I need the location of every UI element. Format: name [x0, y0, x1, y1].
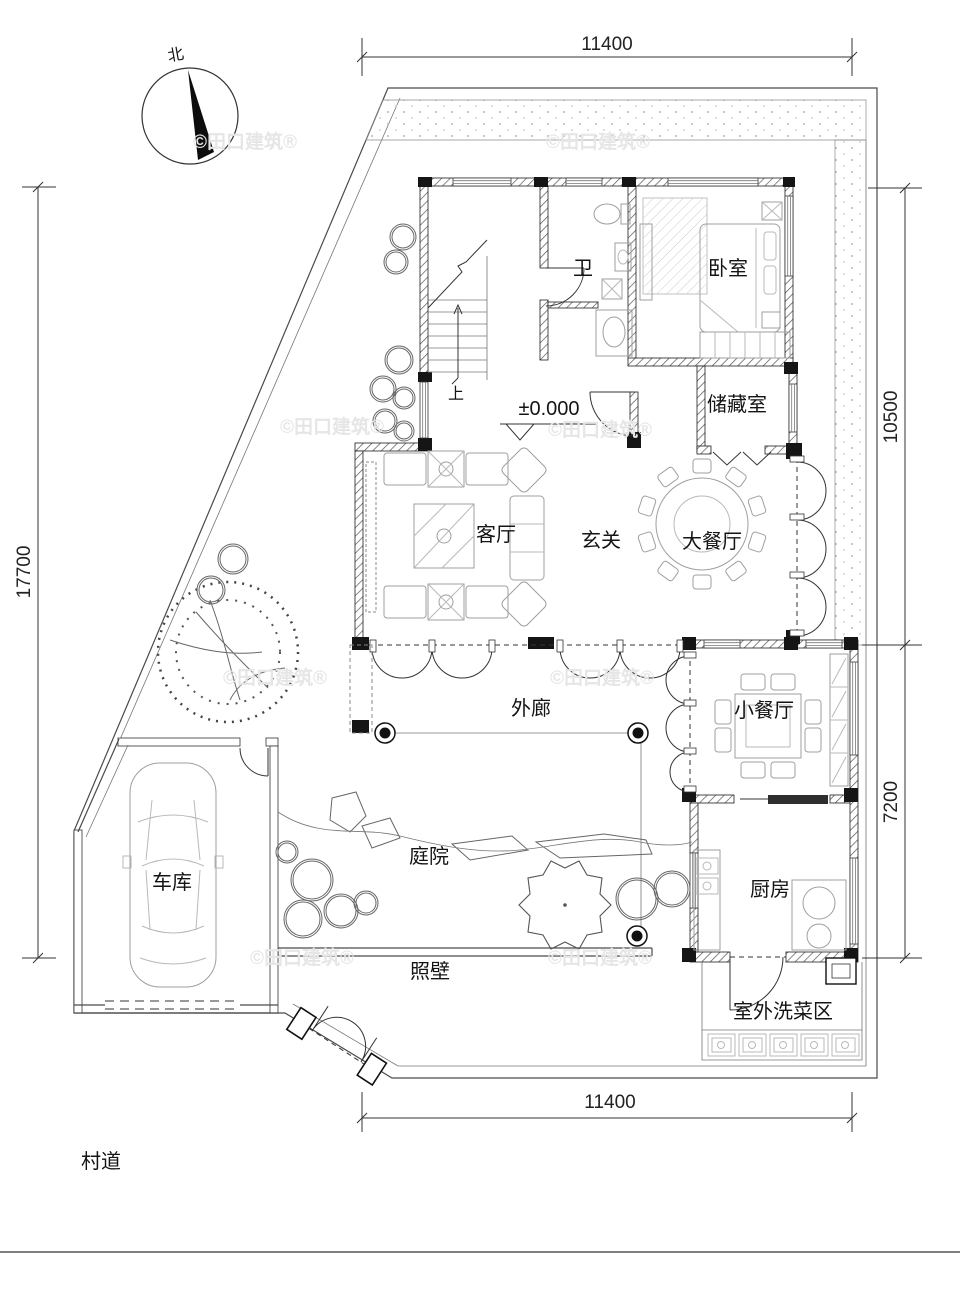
room-label-dining-large: 大餐厅: [682, 530, 742, 553]
kitchen-furniture: [693, 795, 847, 951]
doors: [239, 267, 827, 1011]
round-column: [627, 722, 649, 744]
dining-east-folding-door: [789, 455, 827, 637]
compass-north-label: 北: [166, 45, 185, 66]
veranda-folding-doors: [369, 639, 684, 679]
dimension-left: 17700: [14, 181, 56, 964]
room-label-living: 客厅: [476, 523, 516, 546]
wardrobe: [699, 331, 791, 359]
screen-wall-line: [277, 947, 653, 957]
dining-small-furniture: [714, 653, 849, 787]
room-label-foyer: 玄关: [581, 529, 621, 552]
room-label-screen-wall: 照壁: [410, 960, 450, 983]
room-labels: 卫 卧室 储藏室 客厅 玄关 大餐厅 外廊 小餐厅 庭院 车库 厨房 照壁 室外…: [81, 257, 833, 1173]
watermarks: ©田口建筑® ©田口建筑® ©田口建筑® ©田口建筑® ©田口建筑® ©田口建筑…: [193, 130, 654, 969]
room-label-storage: 储藏室: [707, 393, 767, 416]
window: [565, 177, 603, 187]
staircase: 上: [427, 239, 488, 403]
sideboard: [829, 653, 849, 787]
garden-path-line: [277, 811, 693, 852]
outdoor-sinks: [707, 1033, 860, 1057]
room-label-bathroom: 卫: [573, 258, 593, 280]
car: [122, 762, 224, 988]
watermark: ©田口建筑®: [250, 946, 354, 969]
room-label-kitchen: 厨房: [750, 878, 790, 901]
room-label-dining-small: 小餐厅: [734, 699, 794, 722]
dimension-right-lower: 7200: [862, 645, 922, 964]
garage-structure: [73, 737, 279, 1014]
courtyard-shrubs: [275, 840, 691, 939]
watermark: ©田口建筑®: [548, 946, 652, 969]
level-value: ±0.000: [518, 398, 579, 420]
small-dining-folding-door: [665, 651, 697, 793]
watermark: ©田口建筑®: [548, 418, 652, 441]
washbasin: [602, 316, 626, 348]
coffee-table: [413, 503, 475, 569]
room-label-courtyard: 庭院: [409, 845, 449, 868]
walls: [354, 177, 859, 963]
stove: [791, 879, 847, 951]
toilet: [593, 203, 621, 225]
room-label-garage: 车库: [152, 871, 192, 894]
stepping-stones: [369, 223, 417, 442]
watermark: ©田口建筑®: [550, 666, 654, 689]
dim-right-lower-value: 7200: [881, 781, 902, 823]
big-tree: [156, 543, 300, 724]
outdoor-wash-structure: [701, 957, 863, 1061]
landscape: [156, 223, 693, 950]
rug: [642, 197, 708, 295]
dim-bottom-value: 11400: [584, 1092, 635, 1113]
step-platform: [825, 957, 857, 985]
entry-gate: [285, 1005, 388, 1087]
room-label-outdoor-wash: 室外洗菜区: [733, 1000, 833, 1023]
dim-right-upper-value: 10500: [881, 391, 902, 444]
storage-double-door: [712, 451, 772, 466]
round-column: [626, 925, 648, 947]
living-room-furniture: [365, 447, 547, 627]
bathroom-fixtures: [593, 203, 633, 357]
watermark: ©田口建筑®: [193, 130, 297, 153]
garage-side-door: [239, 747, 269, 777]
round-column: [374, 722, 396, 744]
dim-top-value: 11400: [581, 34, 632, 55]
compass-needle: [188, 70, 214, 160]
rocks: [329, 791, 653, 861]
window: [788, 383, 798, 433]
window: [849, 661, 859, 756]
dimension-right-upper: 10500: [862, 182, 922, 651]
dining-large-furniture: [637, 458, 767, 590]
room-label-veranda: 外廊: [511, 697, 551, 720]
gravel-band-right: [834, 139, 867, 646]
veranda-structure: [277, 644, 653, 957]
window: [419, 381, 429, 439]
watermark: ©田口建筑®: [223, 666, 327, 689]
window: [784, 195, 794, 277]
window: [452, 177, 512, 187]
tv-bench: [639, 223, 653, 301]
window: [703, 639, 741, 649]
tv-wall: [365, 461, 377, 613]
bedroom-furniture: [639, 197, 791, 359]
window: [849, 857, 859, 945]
window: [667, 177, 759, 187]
watermark: ©田口建筑®: [280, 415, 384, 438]
north-compass: 北: [141, 45, 239, 165]
dimension-bottom: 11400: [356, 1092, 858, 1132]
dim-left-value: 17700: [14, 546, 35, 599]
room-label-village-road: 村道: [81, 1150, 121, 1173]
garage-door: [105, 1000, 240, 1010]
counter-appliance: [768, 795, 828, 804]
site-boundary: [0, 87, 960, 1253]
window: [805, 639, 843, 649]
kitchen-back-door: [729, 956, 786, 1011]
watermark: ©田口建筑®: [546, 130, 650, 153]
dimension-top: 11400: [356, 34, 858, 76]
stair-up-label: 上: [448, 385, 464, 403]
bathroom-door: [545, 267, 585, 307]
bedroom-door: [589, 391, 635, 437]
room-label-bedroom: 卧室: [708, 257, 748, 280]
level-marker: ±0.000: [500, 398, 596, 441]
spiky-tree: [518, 860, 612, 950]
